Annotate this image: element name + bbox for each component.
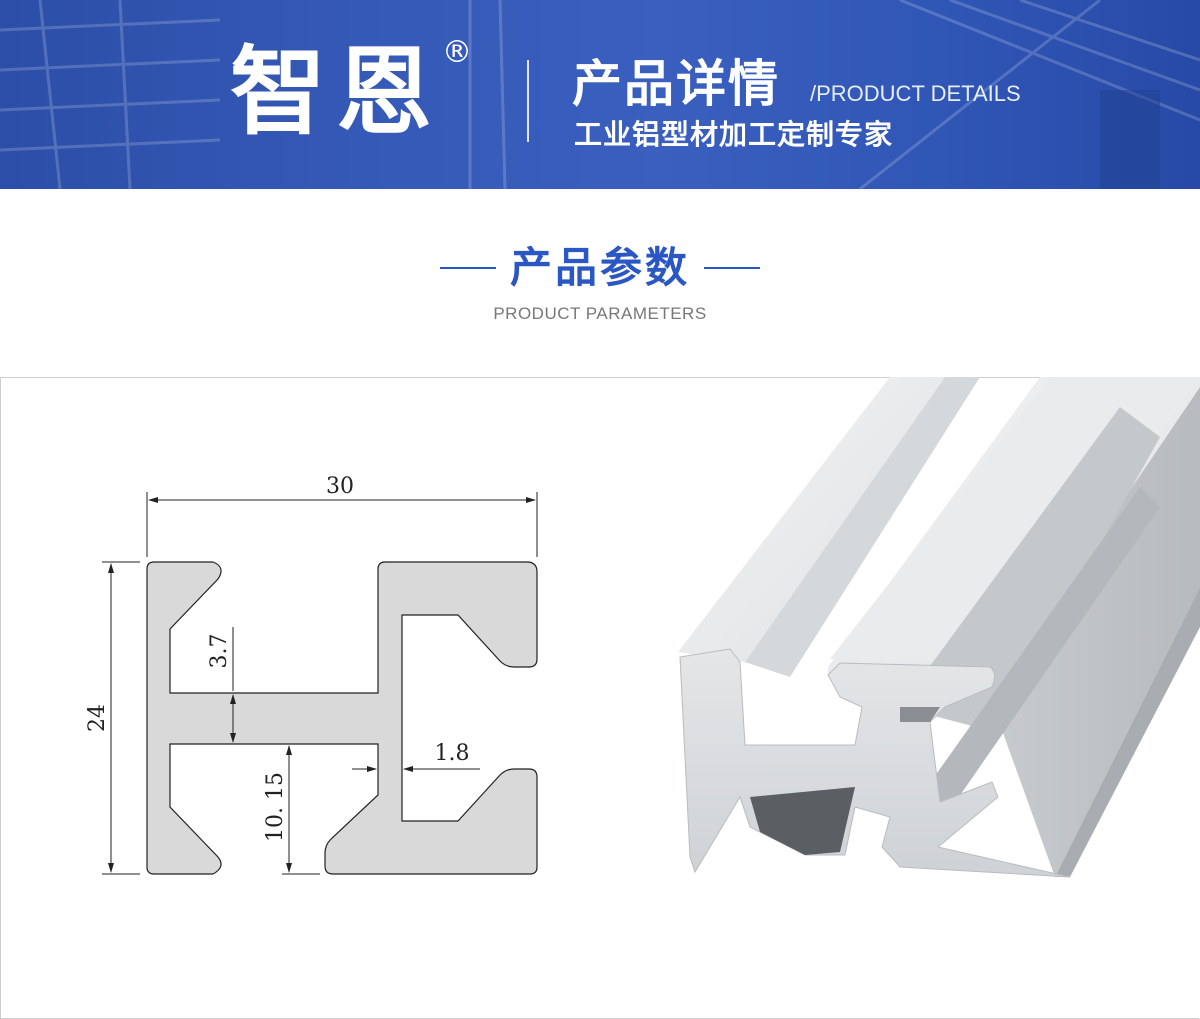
heading-left-rule: [439, 267, 496, 269]
registered-mark: ®: [442, 35, 472, 70]
profile-cross-section-drawing: 30 24 3.7 10. 15 1.8: [85, 474, 538, 875]
banner-background-pattern: [0, 0, 1200, 189]
section-heading: 产品参数: [0, 240, 1200, 296]
section-title: 产品参数: [509, 243, 690, 292]
banner-title: 产品详情: [572, 55, 780, 113]
banner-title-english: /PRODUCT DETAILS: [810, 81, 1021, 106]
header-banner: 智恩 ® 产品详情 /PRODUCT DETAILS 工业铝型材加工定制专家: [0, 0, 1200, 189]
brand-name: 智恩: [230, 36, 442, 148]
width-value: 30: [326, 474, 354, 499]
wall-value: 1.8: [435, 741, 470, 766]
banner-slogan: 工业铝型材加工定制专家: [574, 118, 894, 151]
profile-shape: [146, 561, 538, 875]
neck-value: 3.7: [207, 634, 232, 669]
height-value: 24: [85, 704, 110, 732]
depth-value: 10. 15: [263, 772, 288, 842]
heading-right-rule: [704, 267, 760, 269]
product-photo: [678, 377, 1200, 878]
brand-logo: 智恩 ®: [230, 32, 472, 152]
section-subtitle: PRODUCT PARAMETERS: [493, 304, 707, 323]
banner-divider: [527, 60, 529, 142]
